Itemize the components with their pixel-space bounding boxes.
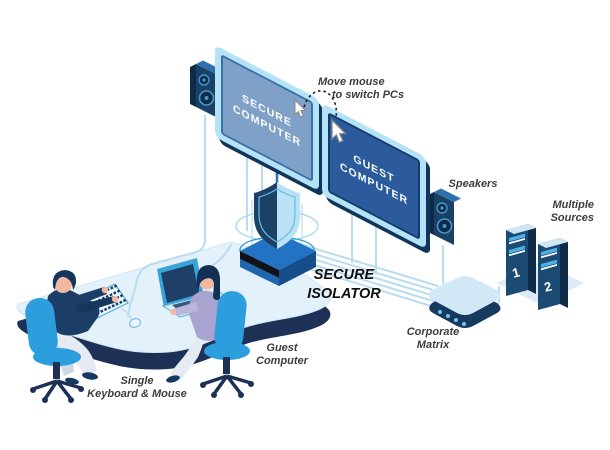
- chair-right: [200, 291, 254, 398]
- isolator-base: [240, 232, 316, 286]
- multiple-sources-label: Multiple Sources: [550, 199, 594, 225]
- left-speaker: [190, 60, 223, 117]
- tower-1-number: 1: [511, 264, 522, 280]
- switch-pcs-note: Move mouse to switch PCs: [318, 76, 404, 102]
- man-hair: [52, 270, 77, 290]
- speakers-label: Speakers: [448, 178, 498, 190]
- tower-2-number: 2: [543, 278, 554, 294]
- shared-mouse: [129, 318, 141, 328]
- multiple-sources-towers: 1 2: [497, 224, 584, 310]
- corporate-matrix-label: Corporate Matrix: [406, 326, 460, 352]
- shield-icon: [254, 168, 300, 249]
- matrix-status-lights: [438, 310, 466, 326]
- woman-hair: [196, 265, 221, 301]
- secure-isolator-device: [235, 168, 319, 286]
- secure-isolator-label: SECURE ISOLATOR: [307, 267, 381, 302]
- corporate-matrix-device: [429, 276, 501, 328]
- right-speaker: [428, 188, 461, 245]
- guest-computer-label: Guest Computer: [256, 342, 308, 368]
- chair-left: [25, 297, 84, 403]
- tower-1: 1: [506, 224, 536, 296]
- tower-2: 2: [538, 238, 568, 310]
- single-keyboard-mouse-label: Single Keyboard & Mouse: [87, 375, 187, 401]
